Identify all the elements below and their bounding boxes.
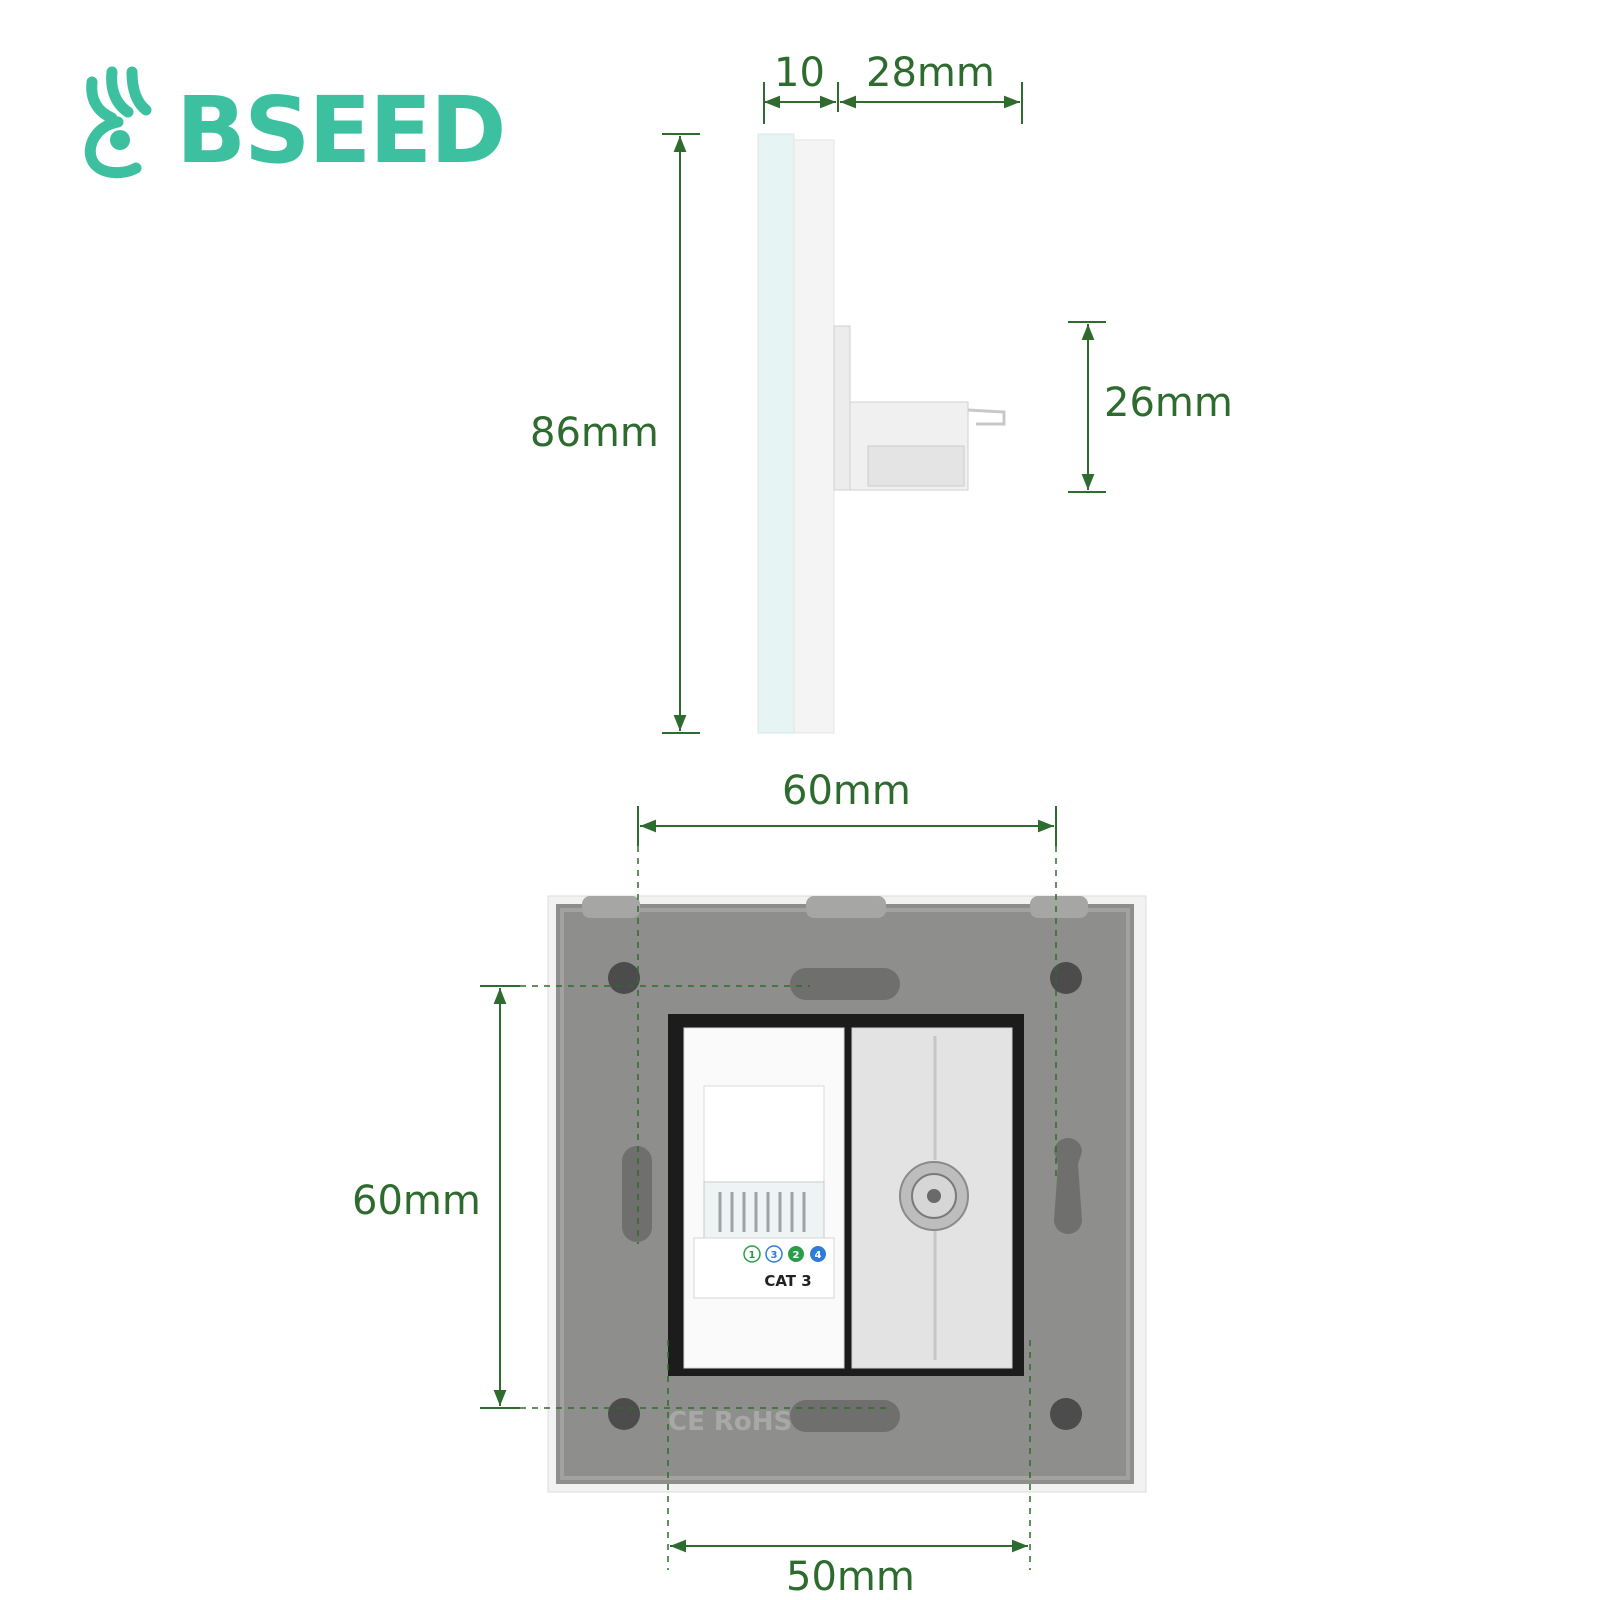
rj-port [703,1181,825,1239]
mount-slot-bottom [790,1400,900,1432]
rj-contacts [718,1192,806,1232]
mount-slot-top [790,968,900,1000]
jack-type-label: CAT 3 [764,1272,811,1290]
pin-label-2: 2 [793,1250,800,1261]
depth-glass-label: 10 [774,50,825,96]
module-clip [967,408,1006,426]
coax-connector-pin [927,1189,941,1203]
keyhole-right [1054,1138,1082,1234]
brand-logo-icon [84,66,152,179]
brand-logo: BSEED [84,66,506,184]
module-bracket [833,325,851,491]
inner-width-dimension [667,1340,1031,1570]
pin-indicator-1 [743,1245,761,1263]
mount-width-dimension [637,806,1057,1244]
inner-width-label: 50mm [786,1554,915,1600]
mount-height-label: 60mm [352,1178,481,1224]
mount-width-label: 60mm [782,768,911,814]
pin-indicator-2 [788,1246,804,1262]
height-label: 86mm [530,410,659,456]
mount-height-dimension [480,985,890,1409]
frame-layer-side [793,139,835,734]
side-view [757,133,1006,734]
mount-slot-left [622,1146,652,1242]
glass-panel-side [757,133,795,734]
pin-indicator-4 [810,1246,826,1262]
pin-indicator-3 [765,1245,783,1263]
rj-module-top [703,1085,825,1183]
module-latch [867,445,965,487]
pin-label-1: 1 [749,1250,756,1261]
screw-hole-bottom-right [1050,1398,1082,1430]
rear-view: 1 3 2 4 CAT 3 CE RoHS [547,895,1147,1493]
rj-label-plate [693,1237,835,1299]
top-tab-right [1030,896,1088,918]
height-dimension [662,133,700,734]
brand-name: BSEED [176,77,504,184]
top-tab-left [582,896,640,918]
top-tab-mid [806,896,886,918]
screw-hole-bottom-left [608,1398,640,1430]
cert-mark: CE RoHS [668,1407,792,1437]
module-height-dimension [1068,321,1106,493]
depth-module-label: 28mm [866,50,995,96]
screw-hole-top-left [608,962,640,994]
pin-label-3: 3 [771,1250,778,1261]
screw-hole-top-right [1050,962,1082,994]
pin-label-4: 4 [815,1250,822,1261]
module-height-label: 26mm [1104,380,1233,426]
depth-dimension [763,82,1023,124]
